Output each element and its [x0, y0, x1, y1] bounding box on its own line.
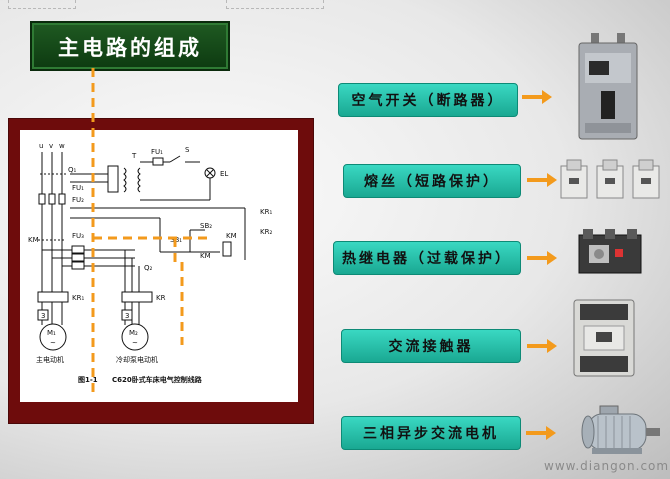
contactor-photo — [570, 296, 638, 380]
label-m1: M₁ — [47, 329, 56, 337]
breaker-photo — [577, 31, 639, 143]
label-kr2: KR₂ — [260, 228, 272, 236]
circuit-paper: u v w Q₁ FU₁ FU₂ FU₃ T FU₁ S EL KR₁ KR₂ … — [20, 130, 298, 402]
label-m2: M₂ — [129, 329, 138, 337]
component-label-ac-contactor: 交流接触器 — [341, 329, 521, 363]
component-label-fuse: 熔丝（短路保护） — [343, 164, 521, 198]
arrow-right-icon — [527, 339, 557, 353]
label-tilde-1: ~ — [50, 339, 56, 347]
label-fu2: FU₂ — [72, 196, 84, 204]
arrow-right-icon — [527, 251, 557, 265]
watermark: www.diangon.com — [544, 459, 670, 473]
label-fu-control: FU₁ — [151, 148, 163, 156]
motor1-label: 主电动机 — [36, 355, 64, 364]
component-label-text: 交流接触器 — [388, 339, 474, 355]
label-kr1-main: KR₁ — [72, 294, 84, 302]
motor2-label: 冷却泵电动机 — [116, 355, 158, 364]
label-km-coil: KM — [226, 232, 237, 240]
component-label-air-switch: 空气开关（断路器） — [338, 83, 518, 117]
circuit-diagram: u v w Q₁ FU₁ FU₂ FU₃ T FU₁ S EL KR₁ KR₂ … — [28, 142, 272, 384]
label-v: v — [49, 142, 53, 150]
label-sb2: SB₂ — [200, 222, 212, 230]
component-label-text: 熔丝（短路保护） — [364, 174, 500, 190]
label-fu3: FU₃ — [72, 232, 84, 240]
arrow-right-icon — [527, 173, 557, 187]
label-q2: Q₂ — [144, 264, 153, 272]
arrow-right-icon — [526, 426, 556, 440]
label-three-2: 3 — [125, 312, 129, 320]
motor-photo — [578, 404, 662, 460]
top-dash-right — [226, 0, 324, 9]
component-label-text: 空气开关（断路器） — [351, 93, 505, 109]
label-three-1: 3 — [41, 312, 45, 320]
label-km-contact: KM — [200, 252, 211, 260]
label-kr-pump: KR — [156, 294, 166, 302]
caption-number: 图1-1 — [78, 375, 98, 384]
label-sb1: SB₁ — [170, 236, 182, 244]
label-s: S — [185, 146, 190, 154]
caption-text: C620卧式车床电气控制线路 — [112, 375, 203, 384]
title-box: 主电路的组成 — [30, 21, 230, 71]
label-tilde-2: ~ — [132, 339, 138, 347]
label-fu1: FU₁ — [72, 184, 84, 192]
component-label-text: 三相异步交流电机 — [363, 426, 499, 442]
label-q1: Q₁ — [68, 166, 77, 174]
label-w: w — [59, 142, 65, 150]
label-kr1: KR₁ — [260, 208, 272, 216]
label-t: T — [131, 152, 137, 160]
label-el: EL — [220, 170, 228, 178]
arrow-right-icon — [522, 90, 552, 104]
component-label-three-phase-motor: 三相异步交流电机 — [341, 416, 521, 450]
fuse-photos — [559, 158, 665, 202]
component-label-thermal-relay: 热继电器（过载保护） — [333, 241, 521, 275]
component-label-text: 热继电器（过载保护） — [342, 251, 512, 267]
top-dash-left — [8, 0, 76, 9]
label-km: KM — [28, 236, 39, 244]
page-title: 主电路的组成 — [58, 35, 202, 60]
thermal-relay-photo — [575, 225, 645, 277]
label-u: u — [39, 142, 43, 150]
